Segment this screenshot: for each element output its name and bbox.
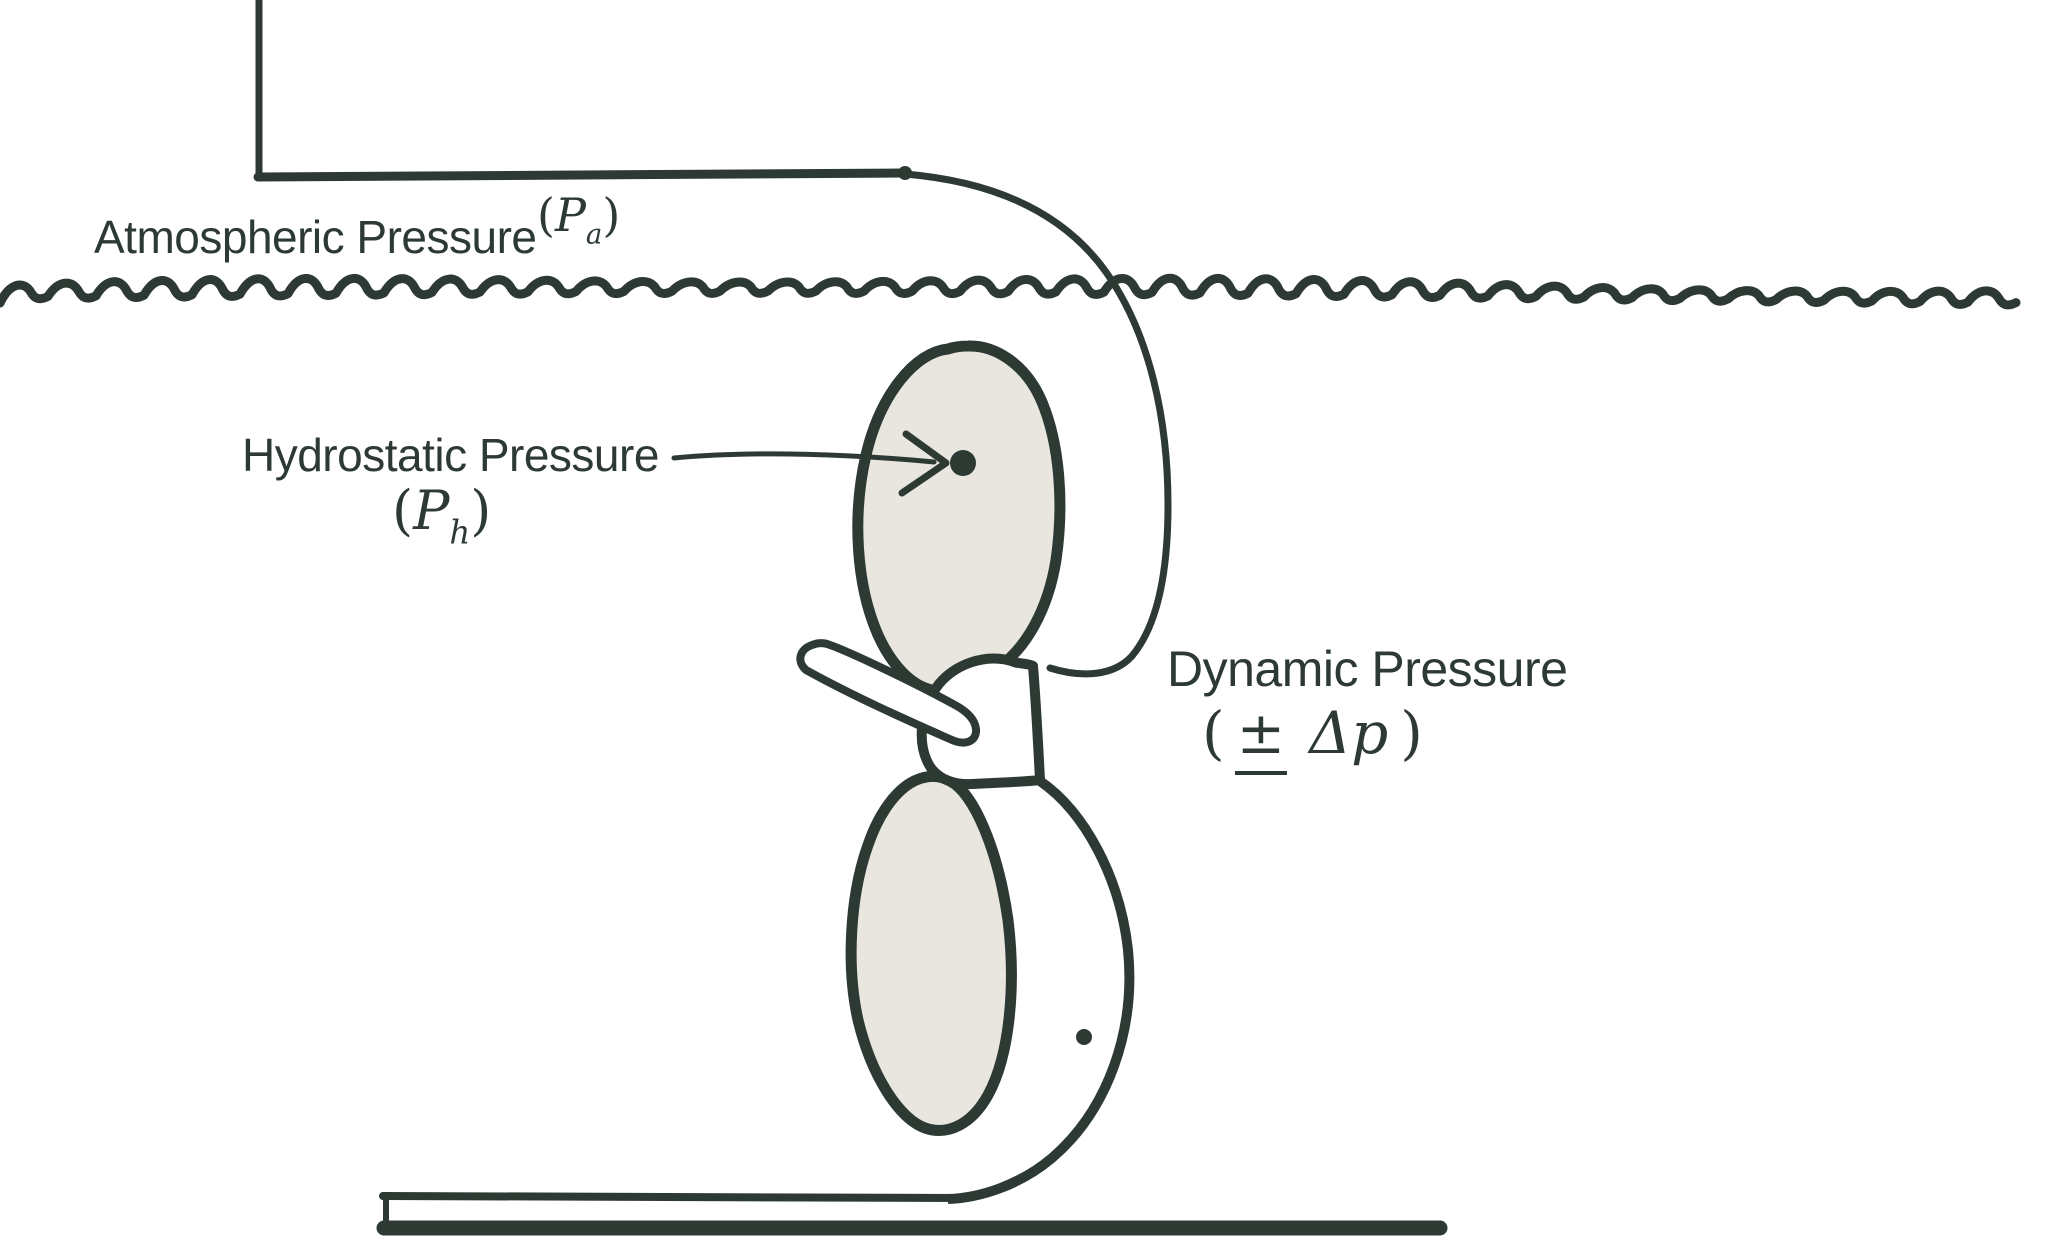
dynamic-pressure-label: Dynamic Pressure [1167, 641, 1568, 697]
plus-minus-sign: ± [1234, 699, 1288, 775]
descending-cable [901, 170, 1172, 678]
symbol-close-paren: ) [602, 188, 621, 242]
hydrostatic-arrowhead [898, 430, 950, 497]
atmospheric-pressure-label: Atmospheric Pressure [94, 211, 537, 263]
atmospheric-pressure-symbol: (Pa) [537, 192, 620, 248]
symbol-subscript: h [449, 513, 471, 552]
symbol-letter: P [413, 479, 450, 542]
lower-turbine-blade [845, 770, 1017, 1136]
symbol-delta: Δ [1309, 699, 1352, 767]
symbol-open-paren: ( [392, 479, 414, 542]
symbol-open-paren: ( [537, 188, 555, 242]
foreground-blade [796, 639, 980, 747]
hydrostatic-pressure-symbol: (Ph) [392, 484, 491, 549]
upper-turbine-blade [852, 340, 1066, 697]
hydrostatic-pressure-label: Hydrostatic Pressure [242, 429, 659, 481]
symbol-letter: p [1351, 699, 1389, 767]
symbol-open-paren: ( [1202, 699, 1225, 767]
hydrostatic-leader-line [671, 451, 937, 465]
symbol-close-paren: ) [1400, 699, 1423, 767]
water-surface [0, 273, 2021, 310]
pipe-horizontal-line [253, 168, 908, 182]
hydrostatic-point [950, 450, 976, 476]
symbol-subscript: a [585, 217, 603, 251]
symbol-letter: P [554, 188, 586, 242]
symbol-close-paren: ) [470, 479, 492, 542]
turbine-hub [916, 653, 1045, 790]
pod-body-dot [1076, 1029, 1092, 1045]
dynamic-pressure-symbol: (± Δp) [1202, 699, 1423, 775]
base-plate-top-line [379, 1192, 962, 1202]
